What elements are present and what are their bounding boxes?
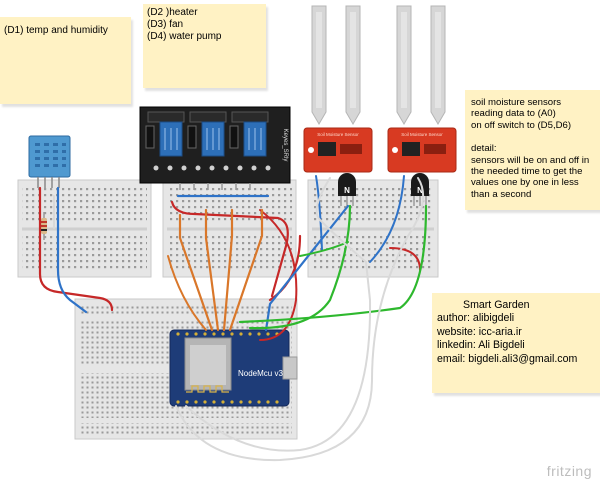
- relay-label: Keyes_SRly: [282, 129, 288, 162]
- wire-red: [38, 186, 114, 312]
- note-dht-sensor: (D1) temp and humidity: [0, 17, 131, 104]
- wire-orange: [178, 213, 214, 332]
- wire-blue: [369, 175, 405, 263]
- soil-sensor-1-label: Soil Moisture Sensor: [317, 132, 359, 137]
- breadboard-left: [17, 179, 152, 278]
- wire-blue: [315, 175, 323, 251]
- note-soil-detail-label: detail:: [471, 143, 497, 155]
- wire-green: [238, 204, 428, 324]
- wire-white: [185, 177, 372, 452]
- transistor-1: N: [338, 173, 356, 206]
- resistor: [41, 212, 47, 240]
- note-soil-sensors: soil moisture sensors reading data to (A…: [465, 90, 600, 210]
- nodemcu-board: NodeMcu v3: [169, 329, 298, 407]
- dht-sensor: [28, 135, 71, 188]
- credits-title: Smart Garden: [463, 299, 530, 311]
- note-credits: Smart Garden author: alibigdeli website:…: [432, 293, 600, 393]
- wire-orange: [167, 255, 207, 331]
- credits-website: website: icc-aria.ir: [437, 325, 522, 338]
- soil-sensor-2-label: Soil Moisture Sensor: [401, 132, 443, 137]
- svg-text:N: N: [344, 186, 350, 195]
- soil-sensor-1: Soil Moisture Sensor: [303, 5, 373, 173]
- wire-red: [170, 200, 289, 298]
- wire-red: [389, 247, 421, 271]
- credits-linkedin: linkedin: Ali Bigdeli: [437, 339, 525, 352]
- transistor-2: N: [411, 173, 429, 206]
- credits-email: email: bigdeli.ali3@gmail.com: [437, 352, 578, 365]
- wire-blue: [56, 186, 88, 314]
- credits-author: author: alibigdeli: [437, 312, 515, 325]
- relay-module: Keyes_SRly: [139, 106, 291, 190]
- note-dht-text: (D1) temp and humidity: [4, 25, 108, 36]
- wire-orange: [222, 208, 234, 332]
- wire-green: [248, 204, 352, 330]
- note-soil-intro: soil moisture sensors reading data to (A…: [471, 97, 572, 131]
- soil-sensor-2: Soil Moisture Sensor: [387, 5, 457, 173]
- note-soil-detail: sensors will be on and off in the needed…: [471, 154, 590, 200]
- svg-text:N: N: [417, 186, 423, 195]
- note-relay-text: (D2 )heater (D3) fan (D4) water pump: [147, 7, 222, 42]
- wire-orange: [228, 208, 264, 332]
- note-relays: (D2 )heater (D3) fan (D4) water pump: [143, 4, 266, 88]
- wire-red: [259, 209, 298, 341]
- fritzing-watermark: fritzing: [546, 463, 592, 479]
- nodemcu-label: NodeMcu v3: [238, 369, 283, 378]
- wire-white: [175, 177, 425, 462]
- wire-orange: [204, 208, 220, 332]
